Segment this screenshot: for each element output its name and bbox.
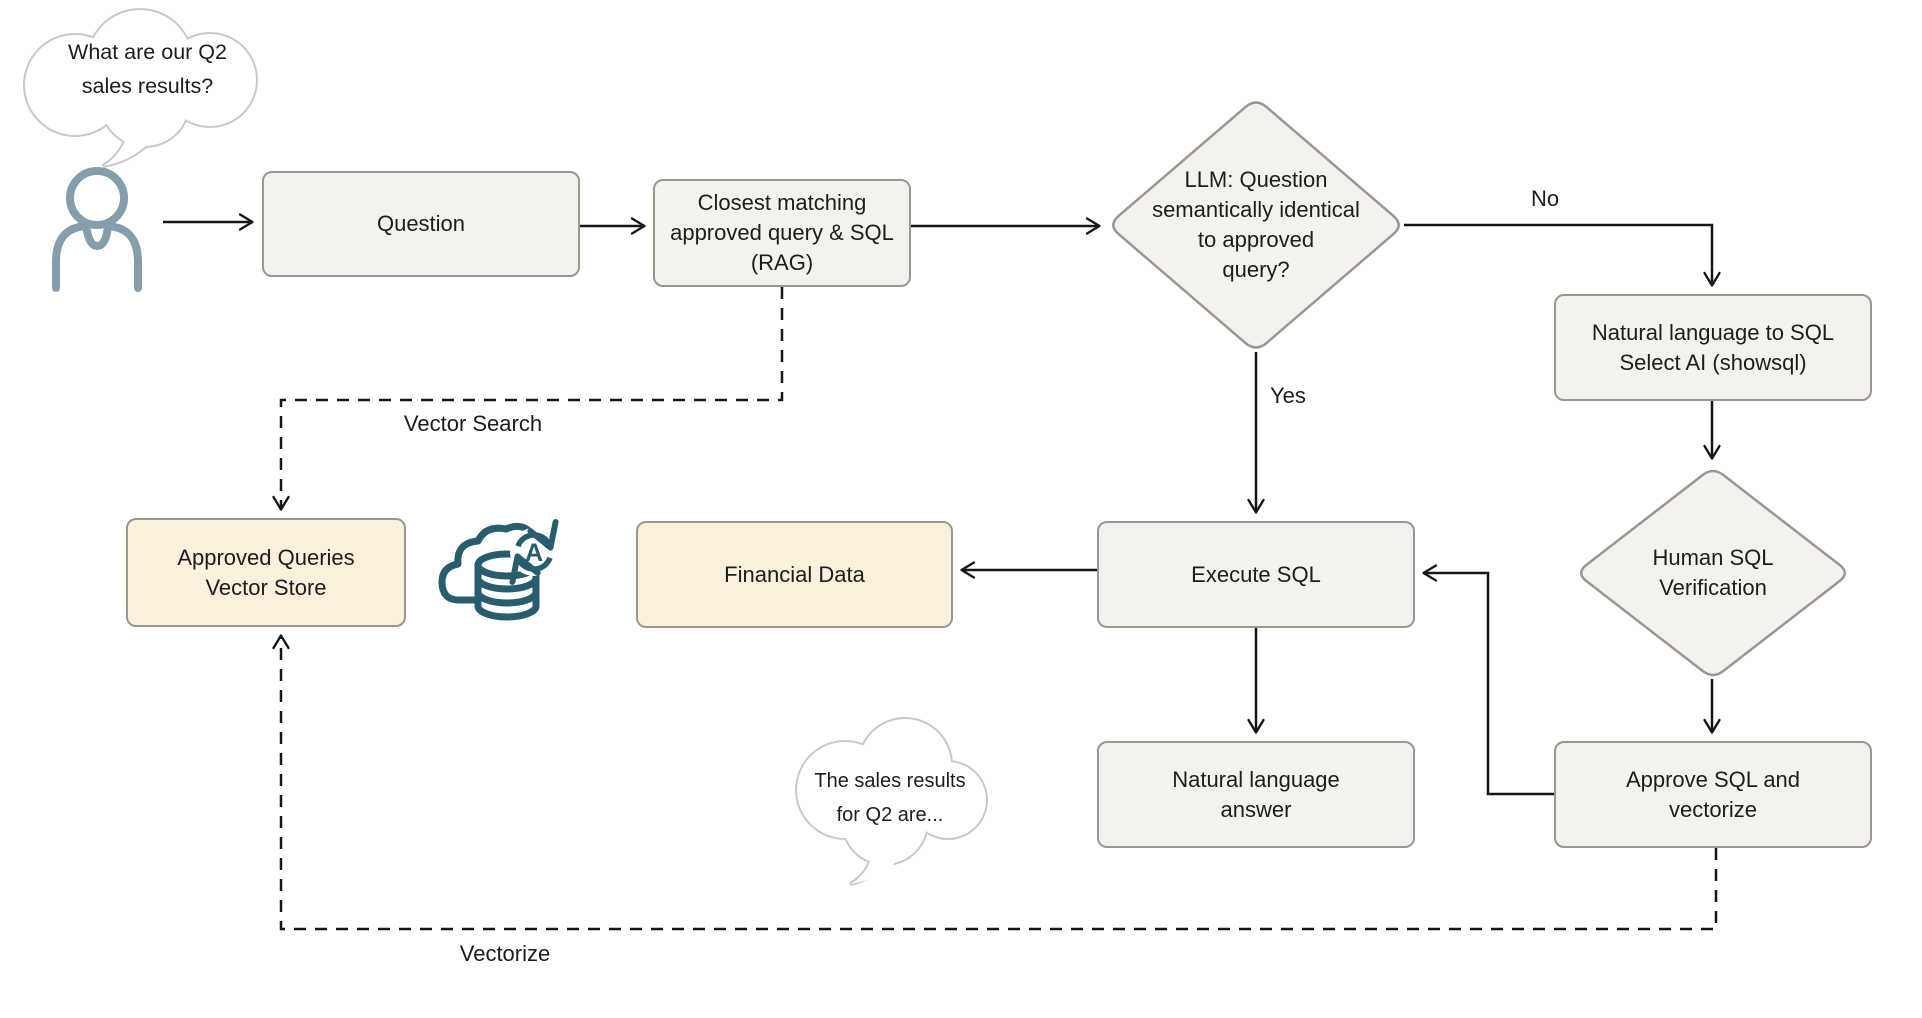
- edge-vectorize-dashed: [272, 634, 1718, 931]
- edge-label-vector-search: Vector Search: [403, 411, 543, 436]
- human-verification-diamond: [1579, 469, 1847, 677]
- edge-label-no: No: [1530, 186, 1560, 211]
- node-approve-vectorize: Approve SQL and vectorize: [1554, 741, 1872, 848]
- edge-label-yes: Yes: [1270, 383, 1306, 408]
- node-question: Question: [262, 171, 580, 277]
- node-natural-answer: Natural language answer: [1097, 741, 1415, 848]
- llm-decision-diamond: [1112, 101, 1400, 349]
- person-icon: [52, 167, 142, 292]
- node-nl-to-sql: Natural language to SQL Select AI (shows…: [1554, 294, 1872, 401]
- edge-llm-no-to-nl-to-sql: [1404, 223, 1721, 287]
- node-execute-sql: Execute SQL: [1097, 521, 1415, 628]
- edge-approve-to-execute-sql: [1422, 564, 1554, 796]
- llm-decision-label: LLM: Question semantically identical to …: [1152, 167, 1360, 282]
- sync-badge: A: [509, 519, 559, 585]
- edge-label-vectorize: Vectorize: [459, 941, 551, 966]
- question-thought-bubble: [23, 8, 258, 168]
- question-bubble-text: What are our Q2 sales results?: [68, 39, 227, 98]
- human-verification-label: Human SQL Verification: [1652, 545, 1774, 600]
- node-closest-match: Closest matching approved query & SQL (R…: [653, 179, 911, 287]
- node-financial-data: Financial Data: [636, 521, 953, 628]
- edge-vector-search-dashed: [272, 287, 784, 511]
- answer-bubble-text: The sales results for Q2 are...: [814, 770, 966, 826]
- answer-thought-bubble: [795, 717, 988, 886]
- node-vector-store: Approved Queries Vector Store: [126, 518, 406, 627]
- edges: [163, 213, 1721, 931]
- cloud-database-sync-icon: A: [438, 519, 559, 621]
- sync-badge-letter: A: [525, 539, 543, 567]
